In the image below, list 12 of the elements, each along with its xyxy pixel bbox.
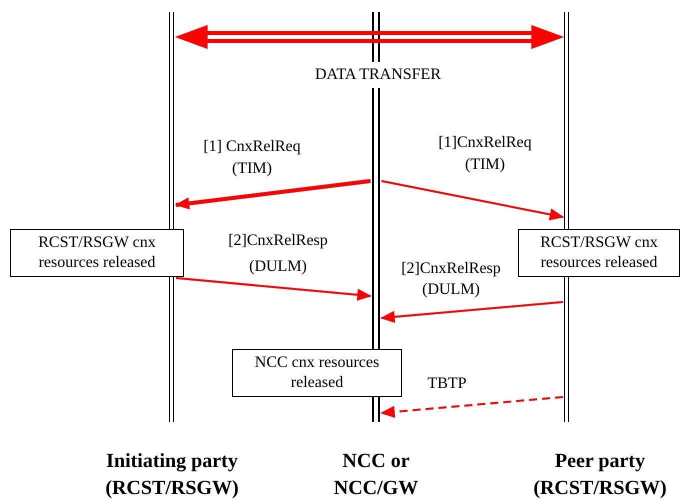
arrow <box>174 179 371 210</box>
arrow <box>176 277 372 301</box>
party-label: Initiating party (RCST/RSGW) <box>104 449 240 501</box>
arrow <box>381 180 564 220</box>
arrow <box>380 301 564 323</box>
double-arrow <box>174 25 564 49</box>
note-box: RCST/RSGW cnx resources released <box>10 229 184 277</box>
note-box: NCC cnx resources released <box>232 349 402 397</box>
party-label: Peer party (RCST/RSGW) <box>532 449 668 501</box>
note-box: RCST/RSGW cnx resources released <box>518 229 680 277</box>
arrow <box>380 396 564 418</box>
party-label: NCC or NCC/GW <box>332 449 420 501</box>
